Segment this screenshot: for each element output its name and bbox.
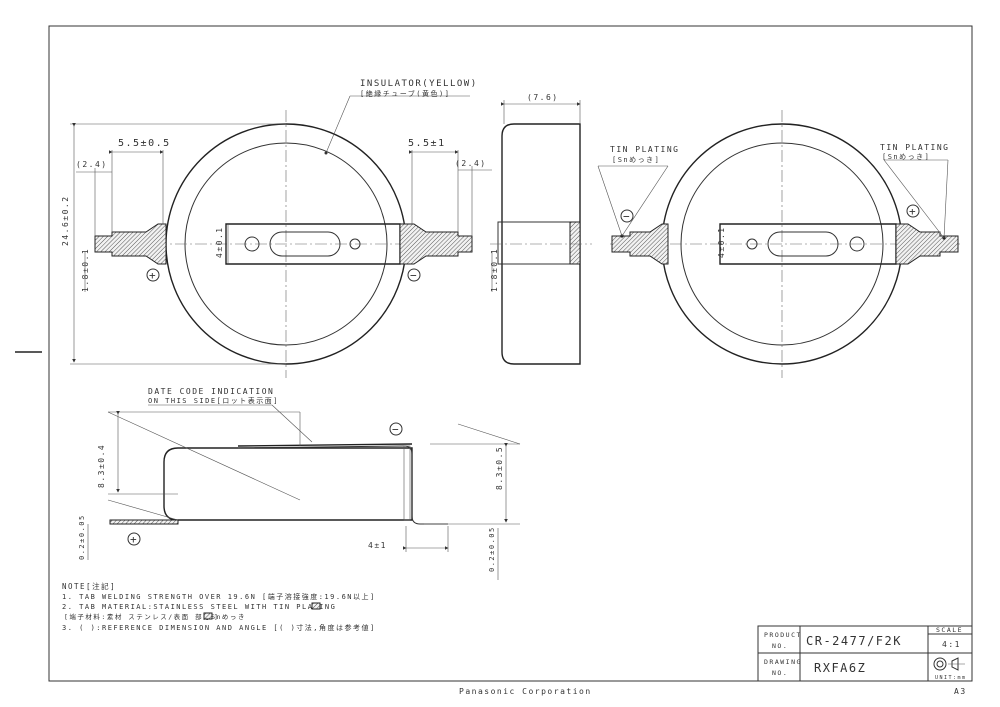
plus-sign-2: +: [909, 205, 917, 218]
terminal-right-view-right: [895, 223, 959, 265]
note-3: 3. ( ):REFERENCE DIMENSION AND ANGLE [( …: [62, 623, 376, 632]
label-tin-plating-left-jp: [Snめっき]: [612, 156, 660, 164]
note-2: 2. TAB MATERIAL:STAINLESS STEEL WITH TIN…: [62, 603, 336, 611]
dim-bend: 4±1: [368, 541, 387, 550]
lower-side-view: [87, 404, 521, 580]
scale-value: 4:1: [942, 640, 961, 649]
minus-sign-3: −: [392, 423, 400, 436]
plus-sign-3: +: [130, 533, 138, 546]
dim-diameter: 24.6±0.2: [61, 195, 70, 246]
terminal-left: [94, 223, 167, 265]
label-tin-plating-left: TIN PLATING: [610, 145, 679, 154]
product-label-2: NO.: [772, 642, 788, 650]
dim-tab-width: 4±0.1: [215, 226, 224, 258]
notes-title: NOTE[注記]: [62, 581, 116, 591]
terminal-right-view-left: [611, 223, 669, 265]
dim-side-right: 8.3±0.5: [495, 446, 504, 490]
note-2-jp: [端子材料:素材 ステンレス/表面 部分Snめっき: [64, 612, 246, 621]
dim-tab-right: 5.5±1: [408, 138, 446, 149]
label-insulator-jp: [絶縁チューブ(黄色)]: [360, 89, 450, 98]
drawing-label-2: NO.: [772, 669, 788, 677]
drawing-number: RXFA6Z: [814, 661, 866, 675]
dim-tab-width-right: 4±0.1: [717, 226, 726, 258]
dim-thk-left: 0.2±0.05: [78, 514, 86, 560]
notes-block: NOTE[注記] 1. TAB WELDING STRENGTH OVER 19…: [62, 581, 376, 632]
title-block: PRODUCT NO. CR-2477/F2K DRAWING NO. RXFA…: [757, 625, 973, 682]
label-tin-plating-right-jp: [Snめっき]: [882, 153, 930, 161]
terminal-right: [399, 223, 473, 265]
dim-tab-offset-right: 1.8±0.1: [490, 248, 499, 292]
product-number: CR-2477/F2K: [806, 634, 902, 648]
unit-label: UNIT:mm: [935, 675, 967, 681]
dim-ref-left: (2.4): [76, 160, 108, 169]
scale-label: SCALE: [936, 626, 963, 634]
label-date-code-2: ON THIS SIDE[ロット表示面]: [148, 396, 279, 405]
side-view: [490, 100, 592, 365]
minus-sign-1: −: [410, 269, 418, 282]
label-tin-plating-right: TIN PLATING: [880, 143, 949, 152]
front-view-right: [597, 110, 960, 378]
drawing-label-1: DRAWING: [764, 658, 802, 666]
minus-sign-2: −: [623, 210, 631, 223]
polarity-marks: [127, 204, 920, 546]
dim-side-left: 8.3±0.4: [97, 444, 106, 488]
dim-thk-right: 0.2±0.05: [488, 526, 496, 572]
dim-tab-offset-left: 1.8±0.1: [81, 248, 90, 292]
note-2-jp-end: ]: [214, 613, 219, 621]
product-label-1: PRODUCT: [764, 631, 802, 639]
note-1: 1. TAB WELDING STRENGTH OVER 19.6N [端子溶接…: [62, 592, 376, 601]
dim-ref-right: (2.4): [455, 159, 487, 168]
label-insulator: INSULATOR(YELLOW): [360, 79, 478, 89]
front-view-left: [70, 95, 493, 378]
label-date-code-1: DATE CODE INDICATION: [148, 387, 274, 396]
sheet-frame: [15, 25, 973, 682]
sheet-size: A3: [954, 687, 967, 696]
company-name: Panasonic Corporation: [459, 687, 592, 696]
dim-tab-left: 5.5±0.5: [118, 138, 171, 149]
plus-sign-1: +: [149, 269, 157, 282]
projection-symbol-icon: [933, 657, 965, 671]
dim-height-side: (7.6): [527, 93, 559, 102]
